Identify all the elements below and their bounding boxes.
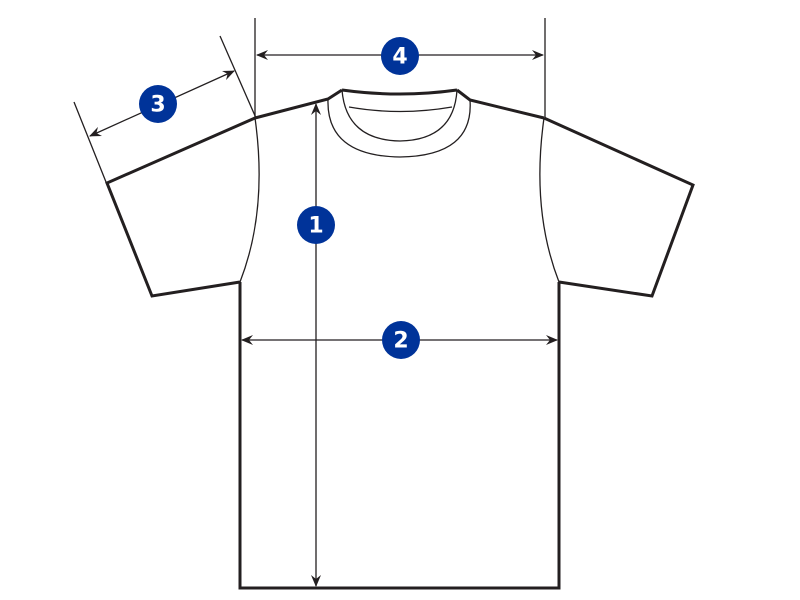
tshirt-body xyxy=(238,282,561,590)
badge-circle xyxy=(139,85,177,123)
sleeve-extension-outer xyxy=(73,101,111,193)
badge-circle xyxy=(297,206,335,244)
badge-number: 4 xyxy=(392,45,407,70)
badge-number: 3 xyxy=(150,93,165,118)
right-armhole-seam xyxy=(539,117,560,283)
badge-number: 2 xyxy=(393,329,408,354)
sleeve-extension-inner xyxy=(219,35,257,119)
left-armhole-seam xyxy=(239,117,260,283)
badge-chest-width: 2 xyxy=(382,321,420,359)
badge-circle xyxy=(382,321,420,359)
tshirt-outline xyxy=(105,88,695,590)
collar-inner xyxy=(341,89,458,142)
badge-circle xyxy=(381,37,419,75)
collar-outer xyxy=(327,98,471,158)
left-sleeve xyxy=(105,116,256,298)
badge-number: 1 xyxy=(308,214,323,239)
badge-body-length: 1 xyxy=(297,206,335,244)
badge-sleeve-length: 3 xyxy=(139,85,177,123)
right-sleeve xyxy=(543,116,695,298)
collar-top xyxy=(341,88,458,96)
collar-back-seam xyxy=(348,106,453,113)
badge-shoulder-width: 4 xyxy=(381,37,419,75)
